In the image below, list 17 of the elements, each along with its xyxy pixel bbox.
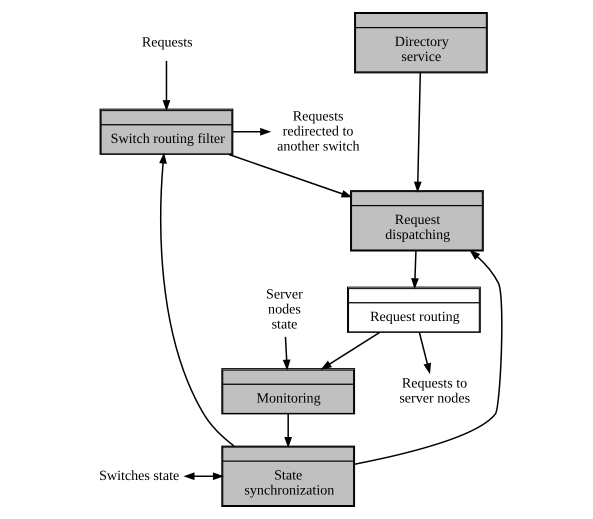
arrow [284, 414, 292, 448]
arrow [282, 336, 290, 371]
arrow [320, 332, 380, 370]
node-text: Switches state [99, 468, 180, 484]
arrow [228, 154, 353, 198]
arrow [414, 73, 422, 193]
node-text: Server nodes state [266, 286, 303, 333]
arrow [418, 332, 432, 374]
node-text: Requests redirected to another switch [277, 108, 360, 155]
node-text: Requests [142, 34, 193, 50]
arrow [233, 128, 272, 136]
arrow [162, 60, 170, 112]
node-text: Requests to server nodes [399, 375, 470, 407]
arrow [159, 152, 234, 446]
arrow [354, 250, 503, 465]
arrow [183, 472, 224, 480]
arrow [411, 251, 419, 290]
